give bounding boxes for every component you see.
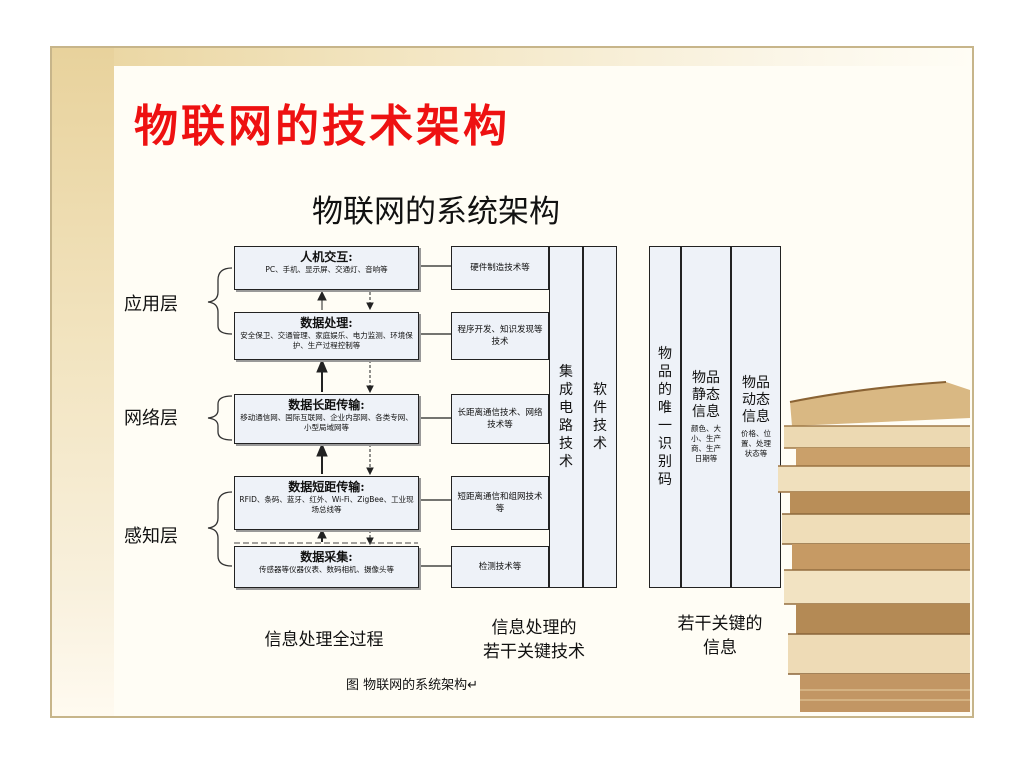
core-tech-label: 软件技术 <box>593 382 607 452</box>
process-title: 人机交互: <box>300 250 353 264</box>
brace-application <box>207 267 233 335</box>
process-box-long-range-transmission: 数据长距传输: 移动通信网、国际互联网、企业内部网、各类专网、小型局域网等 <box>234 394 419 444</box>
process-detail: RFID、条码、蓝牙、红外、Wi-Fi、ZigBee、工业现场总线等 <box>239 495 414 514</box>
caption-info-line1: 若干关键的 <box>677 614 763 634</box>
caption-tech-line2: 若干关键技术 <box>483 642 585 662</box>
caption-process: 信息处理全过程 <box>264 630 384 650</box>
tech-box-software-dev: 程序开发、知识发现等技术 <box>451 312 549 360</box>
layer-label-network: 网络层 <box>124 408 178 429</box>
process-title: 数据采集: <box>300 550 353 564</box>
tech-box-short-range-comm: 短距离通信和组网技术等 <box>451 476 549 530</box>
caption-tech: 信息处理的 若干关键技术 <box>464 616 604 664</box>
process-box-short-range-transmission: 数据短距传输: RFID、条码、蓝牙、红外、Wi-Fi、ZigBee、工业现场总… <box>234 476 419 530</box>
process-title: 数据短距传输: <box>288 480 365 494</box>
process-detail: 移动通信网、国际互联网、企业内部网、各类专网、小型局域网等 <box>240 413 413 432</box>
up-arrows <box>316 290 328 542</box>
key-info-dynamic: 物品动态信息 价格、位置、处理状态等 <box>731 246 781 588</box>
down-arrows <box>366 292 374 546</box>
process-detail: PC、手机、显示屏、交通灯、音响等 <box>265 265 388 274</box>
key-info-title: 物品的唯一识别码 <box>658 346 672 488</box>
figure-caption: 图 物联网的系统架构↵ <box>346 678 479 693</box>
layer-label-perception: 感知层 <box>124 526 178 547</box>
key-info-title: 物品动态信息 <box>742 375 770 425</box>
brace-perception <box>207 491 233 567</box>
process-box-human-interaction: 人机交互: PC、手机、显示屏、交通灯、音响等 <box>234 246 419 290</box>
tech-box-detection: 检测技术等 <box>451 546 549 588</box>
layer-label-application: 应用层 <box>124 294 178 315</box>
book-stack <box>778 381 970 712</box>
tech-box-long-range-comm: 长距离通信技术、网络技术等 <box>451 394 549 444</box>
process-title: 数据长距传输: <box>288 398 365 412</box>
key-info-title: 物品静态信息 <box>692 370 720 420</box>
process-detail: 安全保卫、交通管理、家庭娱乐、电力监测、环境保护、生产过程控制等 <box>240 331 413 350</box>
core-tech-software: 软件技术 <box>583 246 617 588</box>
process-detail: 传感器等仪器仪表、数码相机、摄像头等 <box>259 565 394 574</box>
top-decor-band <box>52 48 972 66</box>
brace-network <box>207 395 233 441</box>
core-tech-integrated-circuit: 集成电路技术 <box>549 246 583 588</box>
key-info-detail: 价格、位置、处理状态等 <box>741 429 771 458</box>
slide-title: 物联网的技术架构 <box>134 101 510 152</box>
caption-info: 若干关键的 信息 <box>650 612 790 660</box>
diagram-title: 物联网的系统架构 <box>312 194 560 230</box>
key-info-static: 物品静态信息 颜色、大小、生产商、生产日期等 <box>681 246 731 588</box>
process-title: 数据处理: <box>300 316 353 330</box>
key-info-unique-id: 物品的唯一识别码 <box>649 246 681 588</box>
caption-info-line2: 信息 <box>703 638 737 658</box>
left-decor-band <box>52 48 114 716</box>
process-box-data-processing: 数据处理: 安全保卫、交通管理、家庭娱乐、电力监测、环境保护、生产过程控制等 <box>234 312 419 360</box>
caption-tech-line1: 信息处理的 <box>491 618 577 638</box>
core-tech-label: 集成电路技术 <box>559 364 573 470</box>
tech-box-hardware: 硬件制造技术等 <box>451 246 549 290</box>
key-info-detail: 颜色、大小、生产商、生产日期等 <box>691 424 721 463</box>
process-box-data-collection: 数据采集: 传感器等仪器仪表、数码相机、摄像头等 <box>234 546 419 588</box>
